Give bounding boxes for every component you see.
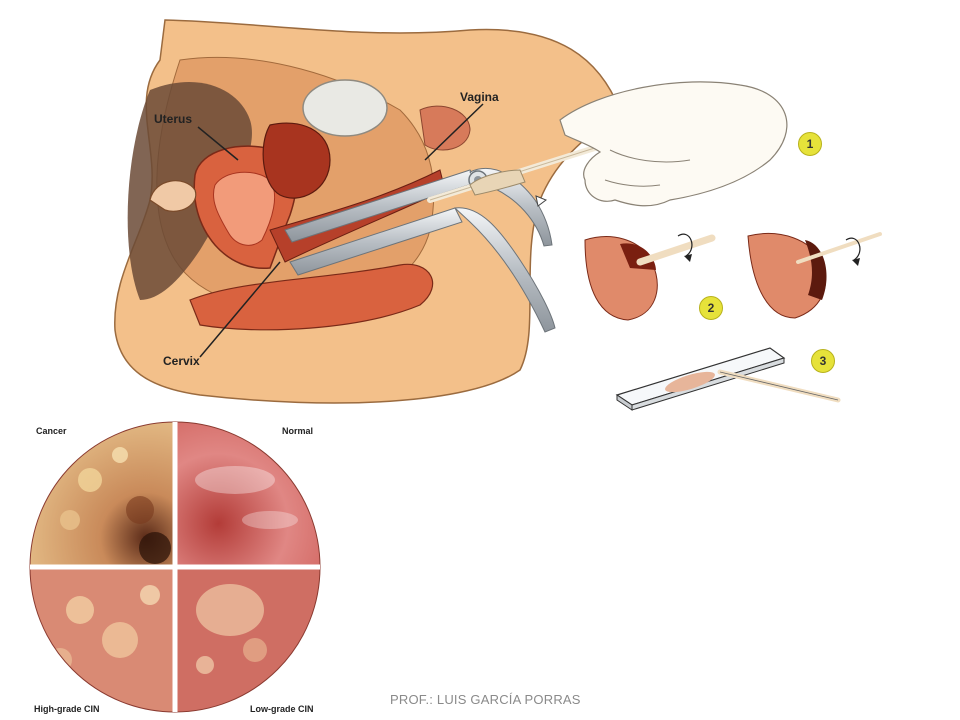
uterine-lining bbox=[213, 171, 276, 246]
step-badge-3: 3 bbox=[811, 349, 835, 373]
lower-tissue bbox=[189, 263, 433, 331]
gloved-hand bbox=[559, 81, 788, 207]
hand-with-swab bbox=[427, 81, 788, 207]
label-cervix: Cervix bbox=[163, 354, 200, 368]
swab-tip-icon bbox=[535, 195, 548, 207]
step2-detail-left bbox=[584, 233, 716, 321]
quadrant-normal bbox=[175, 422, 320, 567]
step3-glass-slide bbox=[615, 347, 841, 411]
bladder bbox=[302, 79, 388, 137]
label-leader-lines bbox=[197, 103, 484, 358]
step2-detail-right bbox=[747, 232, 882, 319]
quadrant-label-normal: Normal bbox=[282, 426, 314, 436]
step-badge-1: 1 bbox=[798, 132, 822, 156]
quadrant-label-high-grade-cin: High-grade CIN bbox=[34, 704, 100, 714]
step-badge-2: 2 bbox=[699, 296, 723, 320]
quadrant-label-low-grade-cin: Low-grade CIN bbox=[250, 704, 314, 714]
quadrant-label-cancer: Cancer bbox=[36, 426, 67, 436]
label-uterus: Uterus bbox=[154, 112, 193, 126]
rectum bbox=[262, 122, 331, 199]
fallopian-tube bbox=[149, 180, 197, 212]
author-credit: PROF.: LUIS GARCÍA PORRAS bbox=[390, 692, 581, 707]
label-vagina: Vagina bbox=[460, 90, 499, 104]
